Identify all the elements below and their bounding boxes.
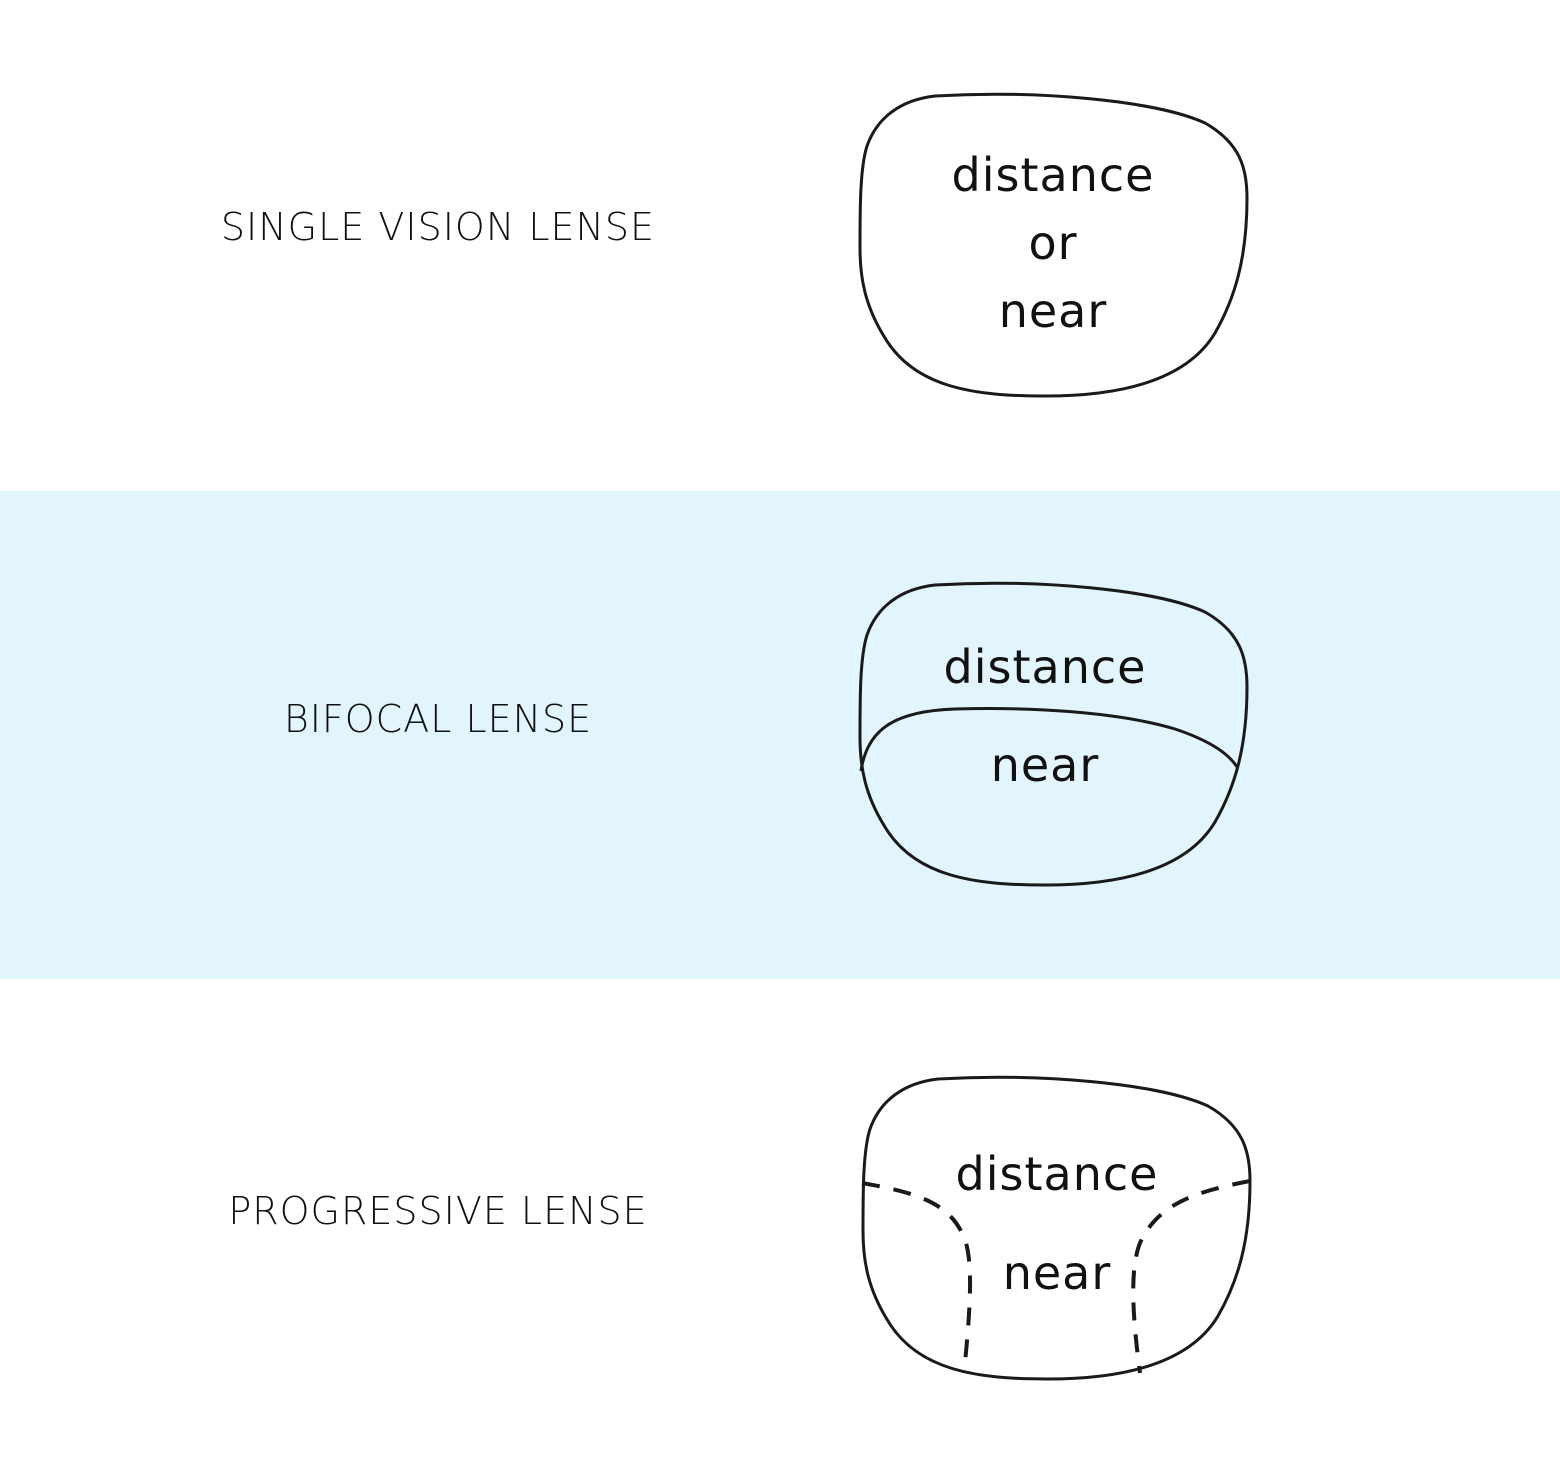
- bifocal-row: BIFOCAL LENSE: [0, 491, 1560, 979]
- progressive-lens-diagram: [861, 1075, 1252, 1381]
- bifocal-lens-diagram: [858, 581, 1249, 887]
- lens-outline: [861, 1075, 1252, 1381]
- single-vision-lens-diagram: [858, 92, 1249, 398]
- single-vision-title: SINGLE VISION LENSE: [220, 205, 656, 249]
- lens-outline: [858, 92, 1249, 398]
- zone-label-distance: distance: [955, 1147, 1159, 1201]
- progressive-title: PROGRESSIVE LENSE: [228, 1189, 648, 1233]
- bifocal-segment-line: [859, 707, 1239, 772]
- progressive-corridor-right: [1131, 1179, 1251, 1374]
- progressive-corridor-left: [861, 1181, 973, 1374]
- zone-label-near: near: [1002, 1246, 1112, 1300]
- zone-label-distance: distance: [943, 640, 1147, 694]
- zone-label-distance: distance: [951, 148, 1155, 202]
- zone-label-or: or: [1028, 216, 1078, 270]
- lens-outline: [858, 581, 1249, 887]
- progressive-row: PROGRESSIVE LENSE: [0, 979, 1560, 1470]
- zone-label-near: near: [990, 738, 1100, 792]
- single-vision-row: SINGLE VISION LENSE distance or near: [0, 0, 1560, 491]
- bifocal-title: BIFOCAL LENSE: [283, 697, 593, 741]
- zone-label-near: near: [998, 284, 1108, 338]
